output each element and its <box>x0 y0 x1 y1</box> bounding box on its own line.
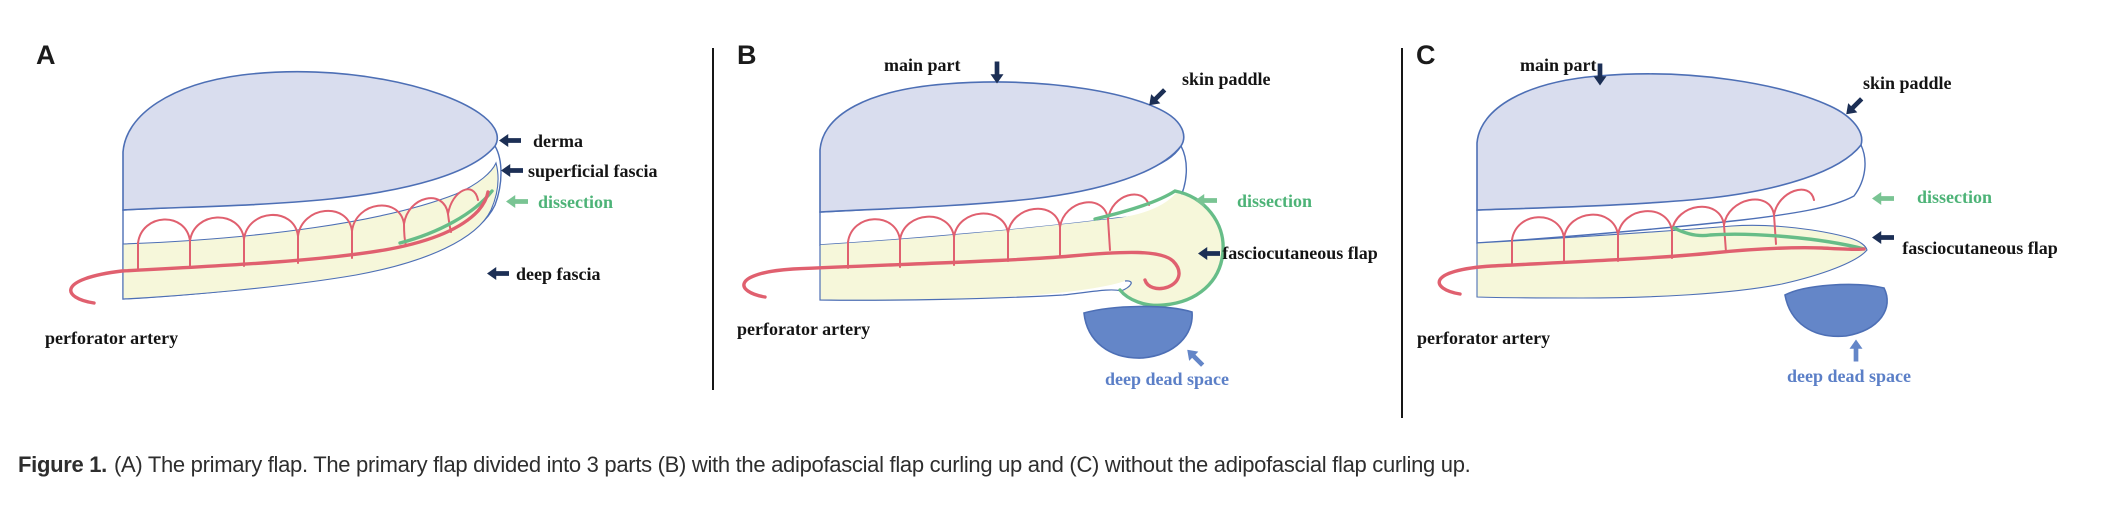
perforator-artery-line <box>742 250 1181 299</box>
label-main-part: main part <box>884 55 961 75</box>
label-skin-paddle: skin paddle <box>1182 69 1271 89</box>
label-derma: derma <box>533 131 583 151</box>
vessel-arches <box>847 193 1150 243</box>
panel-b-drawing <box>742 81 1225 359</box>
label-deep-dead-space: deep dead space <box>1787 366 1912 386</box>
adipofascial-layer-curled <box>820 193 1223 305</box>
vessel-stems <box>137 213 452 270</box>
label-perforator-artery: perforator artery <box>1417 328 1551 348</box>
vessel-stems <box>1511 214 1777 265</box>
label-dissection: dissection <box>1237 191 1313 211</box>
label-dissection: dissection <box>538 192 614 212</box>
vessel-arches <box>1511 188 1815 241</box>
figure-caption-label: Figure 1. <box>18 452 107 477</box>
label-perforator-artery: perforator artery <box>45 328 179 348</box>
perforator-artery-line <box>69 190 490 305</box>
label-fasciocutaneous-flap: fasciocutaneous flap <box>1222 243 1378 263</box>
panel-letter-b: B <box>737 40 757 70</box>
vessel-stems <box>847 218 1111 269</box>
label-superficial-fascia: superficial fascia <box>528 161 658 181</box>
skin-layer <box>1476 73 1863 211</box>
dead-space-shape <box>1083 305 1193 359</box>
perforator-artery-line <box>1437 246 1866 296</box>
fat-layer-outline <box>819 245 1132 301</box>
dissection-line <box>1672 226 1866 251</box>
figure-caption-text: (A) The primary flap. The primary flap d… <box>114 452 1471 477</box>
label-main-part: main part <box>1520 55 1597 75</box>
label-skin-paddle: skin paddle <box>1863 73 1952 93</box>
dissection-curl-line <box>1093 189 1225 308</box>
panel-divider-ab <box>712 48 714 390</box>
label-dissection: dissection <box>1917 187 1993 207</box>
figure-caption: Figure 1. (A) The primary flap. The prima… <box>18 452 1471 478</box>
vessel-arches <box>137 188 479 244</box>
skin-layer <box>122 70 499 211</box>
panel-c-drawing <box>1437 73 1888 338</box>
label-fasciocutaneous-flap: fasciocutaneous flap <box>1902 238 2058 258</box>
dead-space-shape <box>1784 283 1888 338</box>
label-deep-fascia: deep fascia <box>516 264 601 284</box>
adipofascial-layer-flat <box>1476 224 1868 299</box>
skin-layer <box>819 81 1185 213</box>
panel-letter-a: A <box>36 40 56 70</box>
label-perforator-artery: perforator artery <box>737 319 871 339</box>
panel-letter-c: C <box>1416 40 1436 70</box>
panel-a-drawing <box>69 70 502 305</box>
label-deep-dead-space: deep dead space <box>1105 369 1230 389</box>
panel-divider-bc <box>1401 48 1403 418</box>
